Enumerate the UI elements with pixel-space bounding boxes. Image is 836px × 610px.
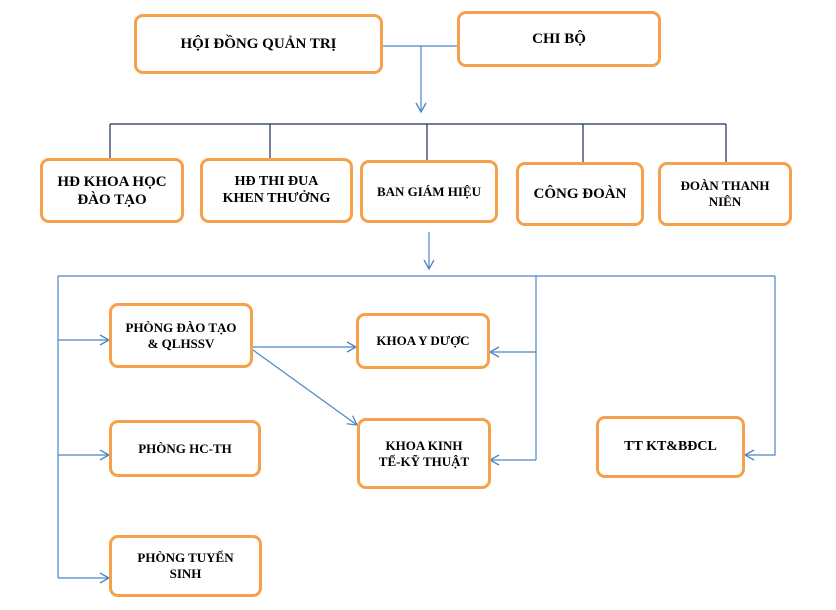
right-spine: [743, 276, 776, 461]
node-phong-dao-tao: PHÒNG ĐÀO TẠO & QLHSSV: [109, 303, 253, 368]
node-label: PHÒNG TUYỂN SINH: [137, 550, 234, 581]
node-label: PHÒNG HC-TH: [138, 440, 232, 456]
node-label: ĐOÀN THANH NIÊN: [680, 178, 770, 209]
node-label: HĐ KHOA HỌC ĐÀO TẠO: [57, 173, 167, 208]
node-label: HĐ THI ĐUA KHEN THƯỞNG: [222, 173, 331, 206]
node-khoa-y-duoc: KHOA Y DƯỢC: [356, 313, 490, 369]
node-ban-giam-hieu: BAN GIÁM HIỆU: [360, 160, 498, 223]
node-tt-kt-bdcl: TT KT&BĐCL: [596, 416, 745, 478]
node-label: KHOA KINH TẾ-KỸ THUẬT: [378, 437, 470, 469]
node-phong-hc-th: PHÒNG HC-TH: [109, 420, 261, 477]
node-chi-bo: CHI BỘ: [457, 11, 661, 67]
node-phong-tuyen-sinh: PHÒNG TUYỂN SINH: [109, 535, 262, 597]
node-label: TT KT&BĐCL: [624, 438, 717, 454]
node-label: CÔNG ĐOÀN: [533, 186, 627, 202]
arrow-pdt-khoa-kinh-te: [252, 349, 359, 426]
node-label: PHÒNG ĐÀO TẠO & QLHSSV: [125, 319, 237, 351]
node-label: HỘI ĐỒNG QUẢN TRỊ: [180, 36, 337, 52]
node-doan-thanh-nien: ĐOÀN THANH NIÊN: [658, 162, 792, 226]
node-hd-khoa-hoc-dao-tao: HĐ KHOA HỌC ĐÀO TẠO: [40, 158, 184, 223]
node-hd-thi-dua-khen-thuong: HĐ THI ĐUA KHEN THƯỞNG: [200, 158, 353, 223]
node-label: KHOA Y DƯỢC: [376, 333, 470, 349]
node-hoi-dong-quan-tri: HỘI ĐỒNG QUẢN TRỊ: [134, 14, 383, 74]
node-label: BAN GIÁM HIỆU: [376, 183, 481, 199]
node-cong-doan: CÔNG ĐOÀN: [516, 162, 644, 226]
node-label: CHI BỘ: [532, 31, 586, 47]
node-khoa-kinh-te-ky-thuat: KHOA KINH TẾ-KỸ THUẬT: [357, 418, 491, 489]
